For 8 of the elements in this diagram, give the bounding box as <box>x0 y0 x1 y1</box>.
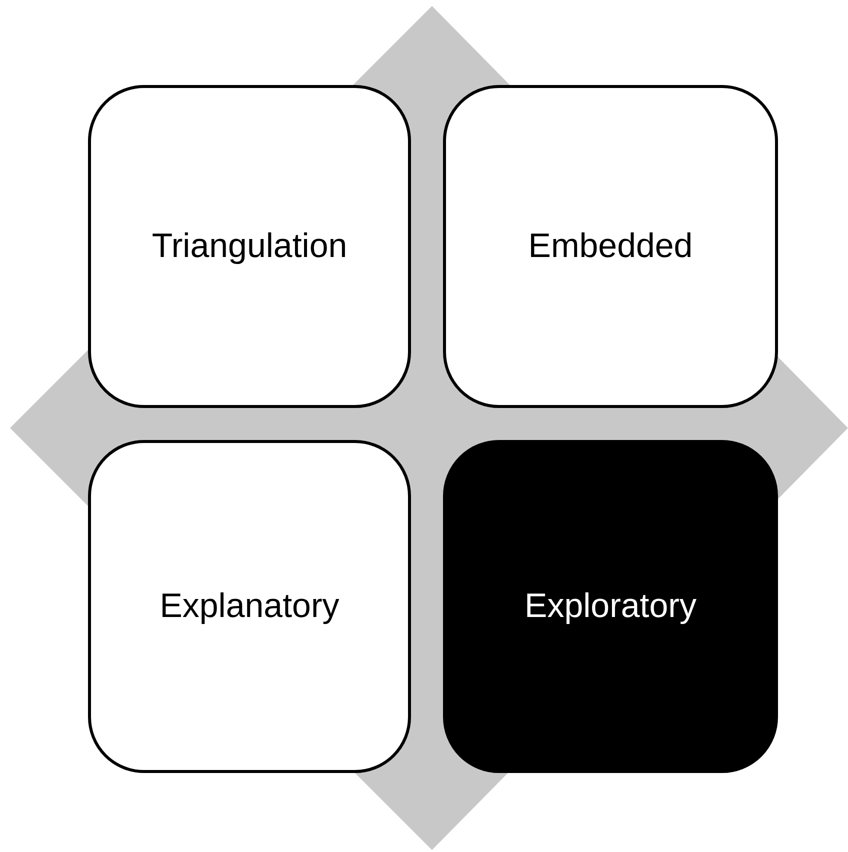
box-label: Explanatory <box>160 587 340 626</box>
rounded-box <box>88 440 411 773</box>
box-label: Exploratory <box>524 587 696 626</box>
rounded-box <box>443 85 778 408</box>
rounded-box <box>88 85 411 408</box>
rounded-box <box>443 440 778 773</box>
box-label: Triangulation <box>152 227 348 266</box>
box-label: Embedded <box>528 227 693 266</box>
